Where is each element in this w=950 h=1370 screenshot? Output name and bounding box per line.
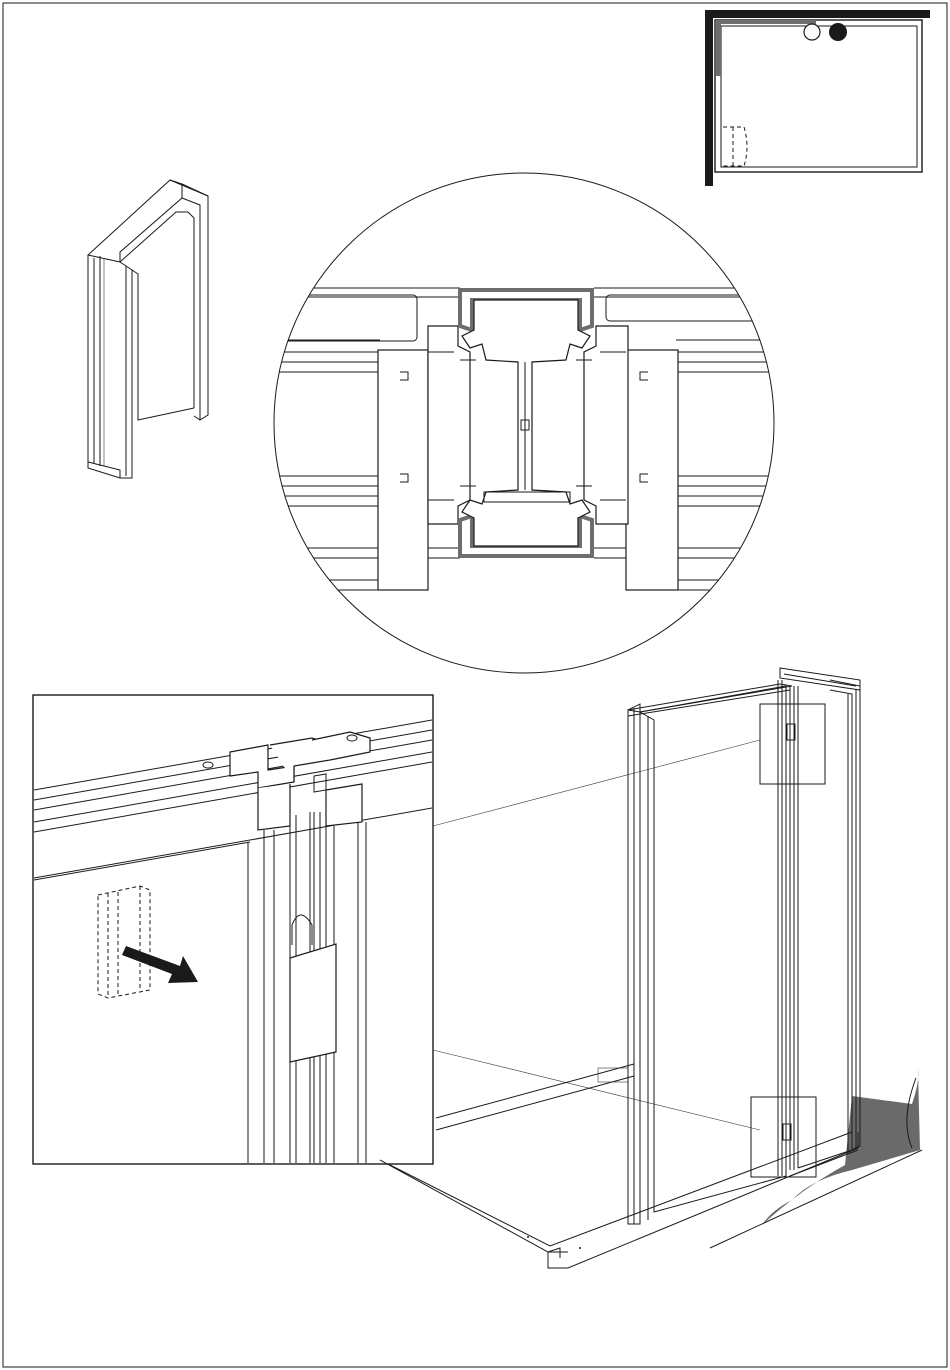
page-border [3,3,947,1367]
zoom-inset [33,695,433,1164]
h-profile-part [88,180,208,478]
dashed-profile-part [98,886,150,998]
arrow-down-right-icon [122,946,198,983]
open-circle-marker [804,24,820,40]
shower-enclosure [380,668,922,1268]
door-swing-outline [723,127,747,166]
cross-section-detail [270,173,780,673]
filled-circle-marker [829,23,847,41]
callout-box-top [760,704,825,784]
location-map [705,10,930,186]
